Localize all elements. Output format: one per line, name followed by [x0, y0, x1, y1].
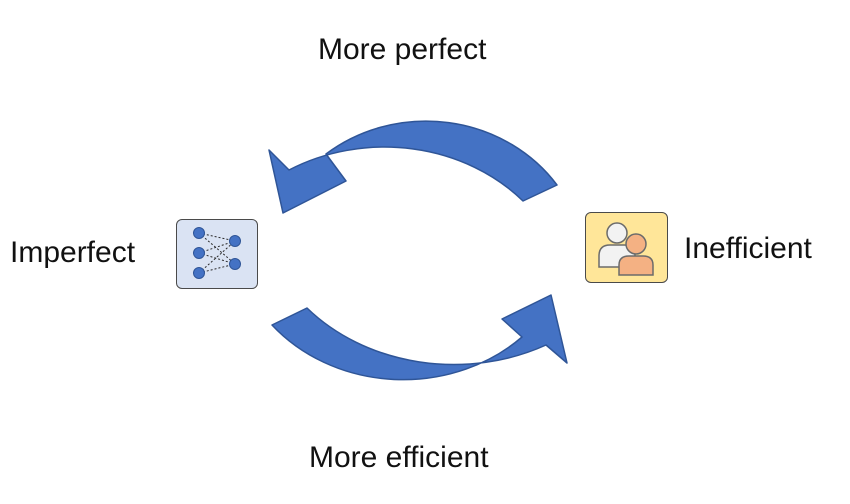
neural-network-icon — [176, 219, 258, 289]
label-imperfect: Imperfect — [10, 236, 136, 269]
bottom-curved-arrow — [271, 294, 568, 381]
users-icon — [585, 212, 668, 283]
top-curved-arrow — [268, 120, 558, 214]
label-more-perfect: More perfect — [318, 33, 487, 66]
label-inefficient: Inefficient — [684, 232, 812, 265]
label-more-efficient: More efficient — [309, 441, 489, 474]
